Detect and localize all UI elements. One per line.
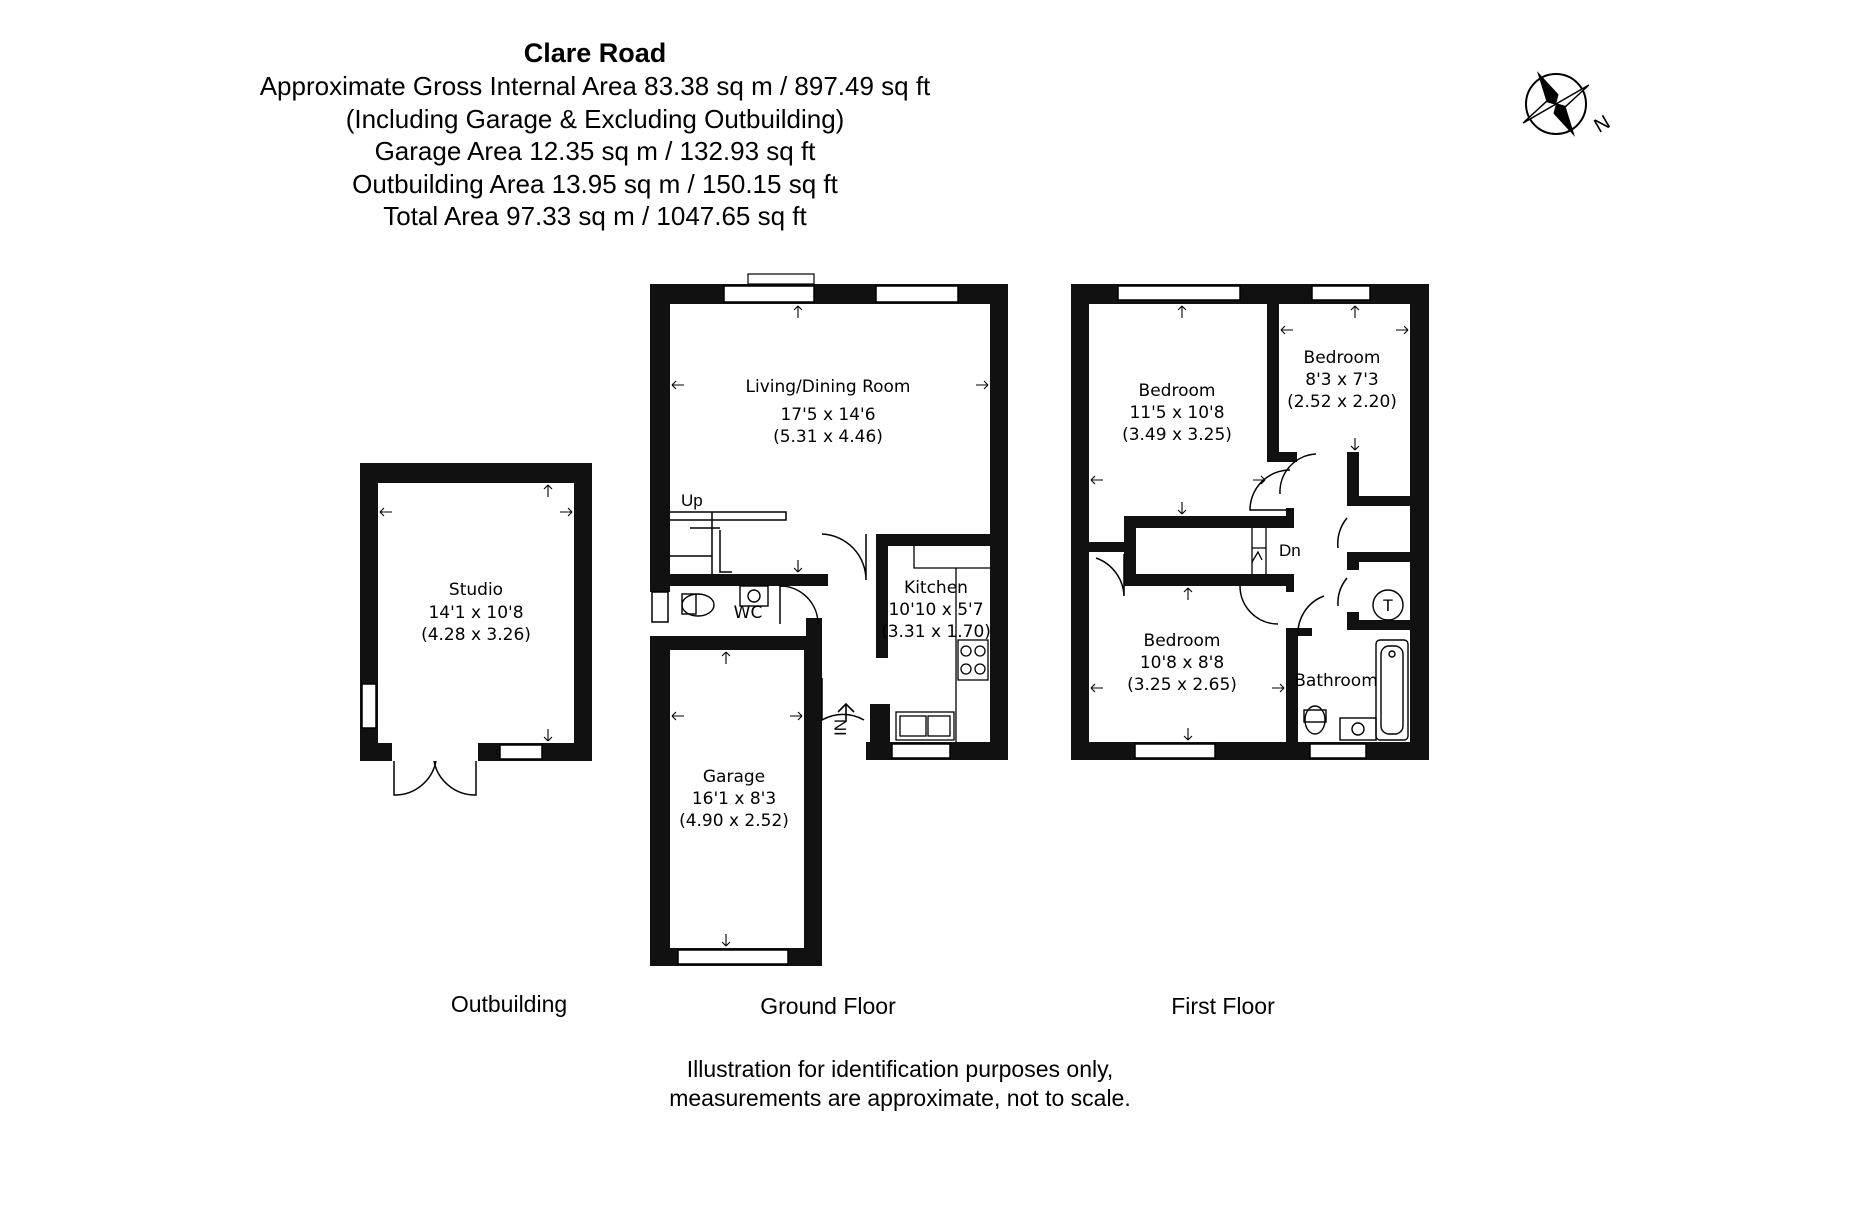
first-floor-stairs [1251,528,1267,574]
bathroom-fittings [1303,589,1409,741]
disclaimer-line-1: Illustration for identification purposes… [686,1056,1114,1082]
first-floor-windows [1117,285,1371,759]
room-size-bedroom-2-metric: (2.52 x 2.20) [1287,392,1397,412]
first-floor-label: First Floor [1171,993,1275,1019]
area-inclusion-note: (Including Garage & Excluding Outbuildin… [345,103,845,134]
kitchen-fittings [895,546,990,742]
room-name-bedroom-2: Bedroom [1304,348,1381,368]
garage-area: Garage Area 12.35 sq m / 132.93 sq ft [374,136,816,166]
compass-north-label: N [1591,111,1615,137]
room-size-kitchen-metric: (3.31 x 1.70) [881,622,991,642]
total-area: Total Area 97.33 sq m / 1047.65 sq ft [383,201,807,231]
ground-floor-plan: IN Living/Dining Room 17'5 x 14'6 (5.31 … [650,273,1008,966]
outbuilding-area: Outbuilding Area 13.95 sq m / 150.15 sq … [352,168,838,199]
compass-icon: N [1522,71,1615,138]
room-size-living-imperial: 17'5 x 14'6 [780,405,875,425]
ground-floor-stairs [670,511,787,574]
entrance-arrow-icon [837,702,855,722]
first-floor-doors [1095,453,1348,637]
water-tank-label: T [1383,596,1393,615]
property-title: Clare Road [523,38,667,68]
dimension-arrows [379,305,1409,947]
outbuilding-plan: Studio 14'1 x 10'8 (4.28 x 3.26) [360,463,592,796]
patio-door-slider [747,273,815,285]
disclaimer: Illustration for identification purposes… [590,1055,1210,1113]
room-size-bedroom-2-imperial: 8'3 x 7'3 [1305,370,1378,390]
studio-front-window [499,744,543,760]
room-size-garage-imperial: 16'1 x 8'3 [692,789,776,809]
studio-french-doors [393,760,477,796]
room-name-bedroom-1: Bedroom [1139,381,1216,401]
ground-floor-doors [779,533,867,722]
room-size-studio-metric: (4.28 x 3.26) [421,625,531,645]
stairs-down-label: Dn [1279,541,1301,560]
wc-fittings [681,585,769,617]
disclaimer-line-2: measurements are approximate, not to sca… [669,1085,1131,1111]
outbuilding-label: Outbuilding [451,991,567,1017]
room-name-living-dining: Living/Dining Room [746,377,911,397]
room-name-wc: WC [734,603,763,623]
room-name-garage: Garage [703,767,765,787]
room-size-bedroom-3-imperial: 10'8 x 8'8 [1140,653,1224,673]
room-size-bedroom-1-imperial: 11'5 x 10'8 [1129,403,1224,423]
gross-internal-area: Approximate Gross Internal Area 83.38 sq… [259,71,931,101]
stairs-up-label: Up [681,491,703,510]
room-size-kitchen-imperial: 10'10 x 5'7 [888,600,983,620]
studio-side-window [361,683,377,729]
first-floor-plan: T Bedroom 11'5 x 10'8 (3.49 x 3.25) Bedr… [1071,284,1429,760]
room-size-living-metric: (5.31 x 4.46) [773,427,883,447]
room-size-bedroom-1-metric: (3.49 x 3.25) [1122,425,1232,445]
ground-floor-label: Ground Floor [760,993,896,1019]
room-name-studio: Studio [449,580,503,600]
room-size-garage-metric: (4.90 x 2.52) [679,811,789,831]
room-name-bathroom: Bathroom [1294,671,1378,691]
ground-floor-windows [651,285,959,965]
room-name-bedroom-3: Bedroom [1144,631,1221,651]
room-size-bedroom-3-metric: (3.25 x 2.65) [1127,675,1237,695]
entrance-label: IN [831,719,850,736]
plan-header: Clare Road Approximate Gross Internal Ar… [0,36,1190,233]
room-name-kitchen: Kitchen [904,578,968,598]
room-size-studio-imperial: 14'1 x 10'8 [428,603,523,623]
